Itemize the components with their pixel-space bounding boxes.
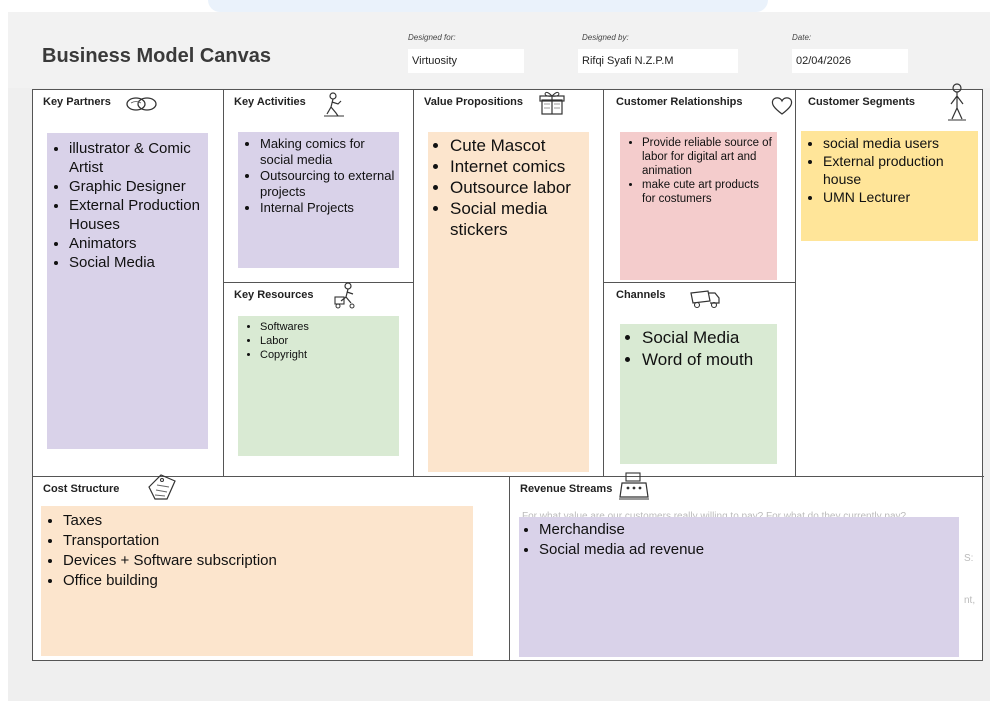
customer-segments-note[interactable]: social media users External production h… <box>801 131 978 241</box>
channels-title: Channels <box>616 289 666 301</box>
list-item: Social Media <box>642 327 773 349</box>
channels-section: Channels Social Media Word of mouth <box>603 282 795 476</box>
list-item: Social Media <box>69 253 204 272</box>
list-item: Social media ad revenue <box>539 540 955 560</box>
forklift-worker-icon <box>334 282 355 309</box>
list-item: illustrator & Comic Artist <box>69 139 204 177</box>
canvas-grid: Key Partners illustrator & Comic Artist … <box>32 83 984 661</box>
list-item: Cute Mascot <box>450 135 585 156</box>
cost-structure-section: Cost Structure Taxes Transportation Devi… <box>33 474 509 661</box>
value-propositions-note[interactable]: Cute Mascot Internet comics Outsource la… <box>428 132 589 472</box>
list-item: Softwares <box>260 320 395 334</box>
list-item: Devices + Software subscription <box>63 551 469 571</box>
list-item: Transportation <box>63 531 469 551</box>
designed-for-field[interactable]: Virtuosity <box>408 49 524 73</box>
list-item: Word of mouth <box>642 349 773 371</box>
list-item: External Production Houses <box>69 196 204 234</box>
key-resources-note[interactable]: Softwares Labor Copyright <box>238 316 399 456</box>
price-tag-icon <box>148 474 176 500</box>
list-item: make cute art products for costumers <box>642 178 773 206</box>
customer-relationships-note[interactable]: Provide reliable source of labor for dig… <box>620 132 777 280</box>
channels-note[interactable]: Social Media Word of mouth <box>620 324 777 464</box>
customer-segments-section: Customer Segments social media users Ext… <box>795 83 984 476</box>
customer-relationships-title: Customer Relationships <box>616 96 743 108</box>
designed-by-field[interactable]: Rifqi Syafi N.Z.P.M <box>578 49 738 73</box>
key-activities-title: Key Activities <box>234 96 306 108</box>
revenue-streams-title: Revenue Streams <box>520 483 613 495</box>
gift-icon <box>539 91 565 115</box>
header-area: Business Model Canvas Designed for: Virt… <box>8 12 990 88</box>
list-item: Internet comics <box>450 156 585 177</box>
list-item: Graphic Designer <box>69 177 204 196</box>
list-item: UMN Lecturer <box>823 188 974 206</box>
list-item: Outsourcing to external projects <box>260 168 395 200</box>
key-partners-title: Key Partners <box>43 96 111 108</box>
truck-icon <box>690 290 720 309</box>
list-item: Provide reliable source of labor for dig… <box>642 136 773 178</box>
revenue-hint-fragment: nt, <box>964 595 976 606</box>
list-item: Social media stickers <box>450 198 585 240</box>
designed-by-label: Designed by: <box>582 33 629 42</box>
list-item: Outsource labor <box>450 177 585 198</box>
date-field[interactable]: 02/04/2026 <box>792 49 908 73</box>
value-propositions-title: Value Propositions <box>424 96 524 108</box>
canvas-board: Business Model Canvas Designed for: Virt… <box>8 12 990 701</box>
list-item: Labor <box>260 334 395 348</box>
list-item: Animators <box>69 234 204 253</box>
list-item: Office building <box>63 571 469 591</box>
key-activities-section: Key Activities Making comics for social … <box>223 90 413 282</box>
list-item: Merchandise <box>539 520 955 540</box>
list-item: External production house <box>823 152 974 188</box>
key-partners-section: Key Partners illustrator & Comic Artist … <box>33 90 223 476</box>
list-item: Making comics for social media <box>260 136 395 168</box>
key-resources-title: Key Resources <box>234 289 314 301</box>
customer-relationships-section: Customer Relationships Provide reliable … <box>603 90 795 282</box>
revenue-streams-section: Revenue Streams For what value are our c… <box>509 472 984 661</box>
page-title: Business Model Canvas <box>42 45 271 67</box>
revenue-streams-note[interactable]: Merchandise Social media ad revenue <box>519 517 959 657</box>
canvas-page: Business Model Canvas Designed for: Virt… <box>8 0 990 701</box>
list-item: social media users <box>823 134 974 152</box>
list-item: Copyright <box>260 348 395 362</box>
heart-icon <box>771 97 793 115</box>
chain-link-icon <box>126 97 157 111</box>
person-icon <box>948 83 966 121</box>
cost-structure-note[interactable]: Taxes Transportation Devices + Software … <box>41 506 473 656</box>
worker-icon <box>324 92 344 117</box>
value-propositions-section: Value Propositions Cute Mascot Internet … <box>413 90 603 476</box>
cost-structure-title: Cost Structure <box>43 483 120 495</box>
key-activities-note[interactable]: Making comics for social media Outsourci… <box>238 132 399 268</box>
revenue-hint-fragment: S: <box>964 553 974 564</box>
key-resources-section: Key Resources Softwares Labor Copyright <box>223 282 413 476</box>
list-item: Internal Projects <box>260 200 395 216</box>
date-label: Date: <box>792 33 812 42</box>
list-item: Taxes <box>63 511 469 531</box>
customer-segments-title: Customer Segments <box>808 96 915 108</box>
revenue-hint-text: For what value are our customers really … <box>522 511 906 522</box>
key-partners-note[interactable]: illustrator & Comic Artist Graphic Desig… <box>47 133 208 449</box>
top-highlight <box>208 0 768 12</box>
designed-for-label: Designed for: <box>408 33 456 42</box>
cash-register-icon <box>619 472 649 500</box>
